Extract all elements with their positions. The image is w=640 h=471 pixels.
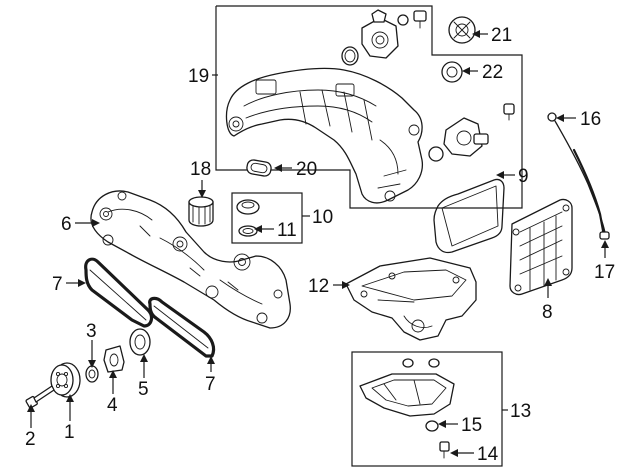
timing-belt-right-inner xyxy=(153,305,209,349)
callout-14: 14 xyxy=(477,444,499,465)
seal-21 xyxy=(448,16,476,44)
pan-seal-right xyxy=(428,358,440,368)
drain-plug xyxy=(439,441,450,459)
crank-sprocket xyxy=(103,345,125,373)
callout-2: 2 xyxy=(25,429,36,450)
gasket-20-inner xyxy=(250,162,268,174)
callout-22: 22 xyxy=(482,62,503,83)
callout-9: 9 xyxy=(518,166,529,187)
valve-gasket xyxy=(428,146,444,162)
throttle-gasket-inner xyxy=(344,49,356,63)
callout-8: 8 xyxy=(542,302,553,323)
callout-11: 11 xyxy=(277,220,297,241)
callout-6: 6 xyxy=(61,214,72,235)
valve-cover-gasket-inner xyxy=(441,185,499,247)
valve-cover xyxy=(509,198,573,296)
oil-filler-cap xyxy=(236,199,260,215)
crank-pulley xyxy=(50,362,81,398)
front-seal-inner xyxy=(134,334,146,350)
pan-seal-left xyxy=(402,358,414,368)
callout-12: 12 xyxy=(308,276,329,297)
small-seal xyxy=(397,14,409,26)
callout-16: 16 xyxy=(580,109,601,130)
timing-belt-right xyxy=(148,296,216,358)
oil-filter-18 xyxy=(188,196,214,227)
timing-belt-left-inner xyxy=(89,269,147,321)
cap-gasket xyxy=(238,225,258,237)
callout-4: 4 xyxy=(107,395,118,416)
drain-plug-gasket xyxy=(425,420,439,432)
timing-cover xyxy=(90,190,291,329)
callout-7-left: 7 xyxy=(52,274,63,295)
oil-pan xyxy=(359,373,455,417)
callout-19: 19 xyxy=(188,66,209,87)
callout-7-right: 7 xyxy=(205,374,216,395)
front-seal xyxy=(129,328,151,356)
control-valve xyxy=(443,117,489,157)
throttle-body xyxy=(361,9,399,59)
callout-5: 5 xyxy=(138,379,149,400)
callout-17: 17 xyxy=(594,262,615,283)
intake-manifold xyxy=(225,67,424,204)
bolt-top xyxy=(413,10,427,29)
valve-cover-gasket xyxy=(433,178,505,254)
throttle-gasket xyxy=(341,46,359,66)
callout-20: 20 xyxy=(296,159,317,180)
timing-belt-left xyxy=(84,257,154,328)
cap-gasket-inner xyxy=(242,228,254,234)
bolt-right xyxy=(503,103,515,121)
seal-22 xyxy=(441,61,463,83)
callout-18: 18 xyxy=(190,159,211,180)
oil-filler-cap-group-box xyxy=(231,192,303,244)
crank-bolt xyxy=(25,385,55,409)
upper-oil-pan xyxy=(345,257,477,341)
callout-21: 21 xyxy=(491,25,512,46)
gasket-20 xyxy=(246,159,272,177)
dipstick-tube xyxy=(572,148,610,240)
leader-lines xyxy=(27,30,609,457)
oil-pan-group-box xyxy=(351,351,503,467)
callout-3: 3 xyxy=(86,321,97,342)
callout-1: 1 xyxy=(64,422,75,443)
callout-10: 10 xyxy=(312,207,333,228)
crank-seal xyxy=(85,365,99,383)
crank-seal-inner xyxy=(88,369,96,379)
callout-13: 13 xyxy=(510,401,531,422)
callout-15: 15 xyxy=(461,415,482,436)
